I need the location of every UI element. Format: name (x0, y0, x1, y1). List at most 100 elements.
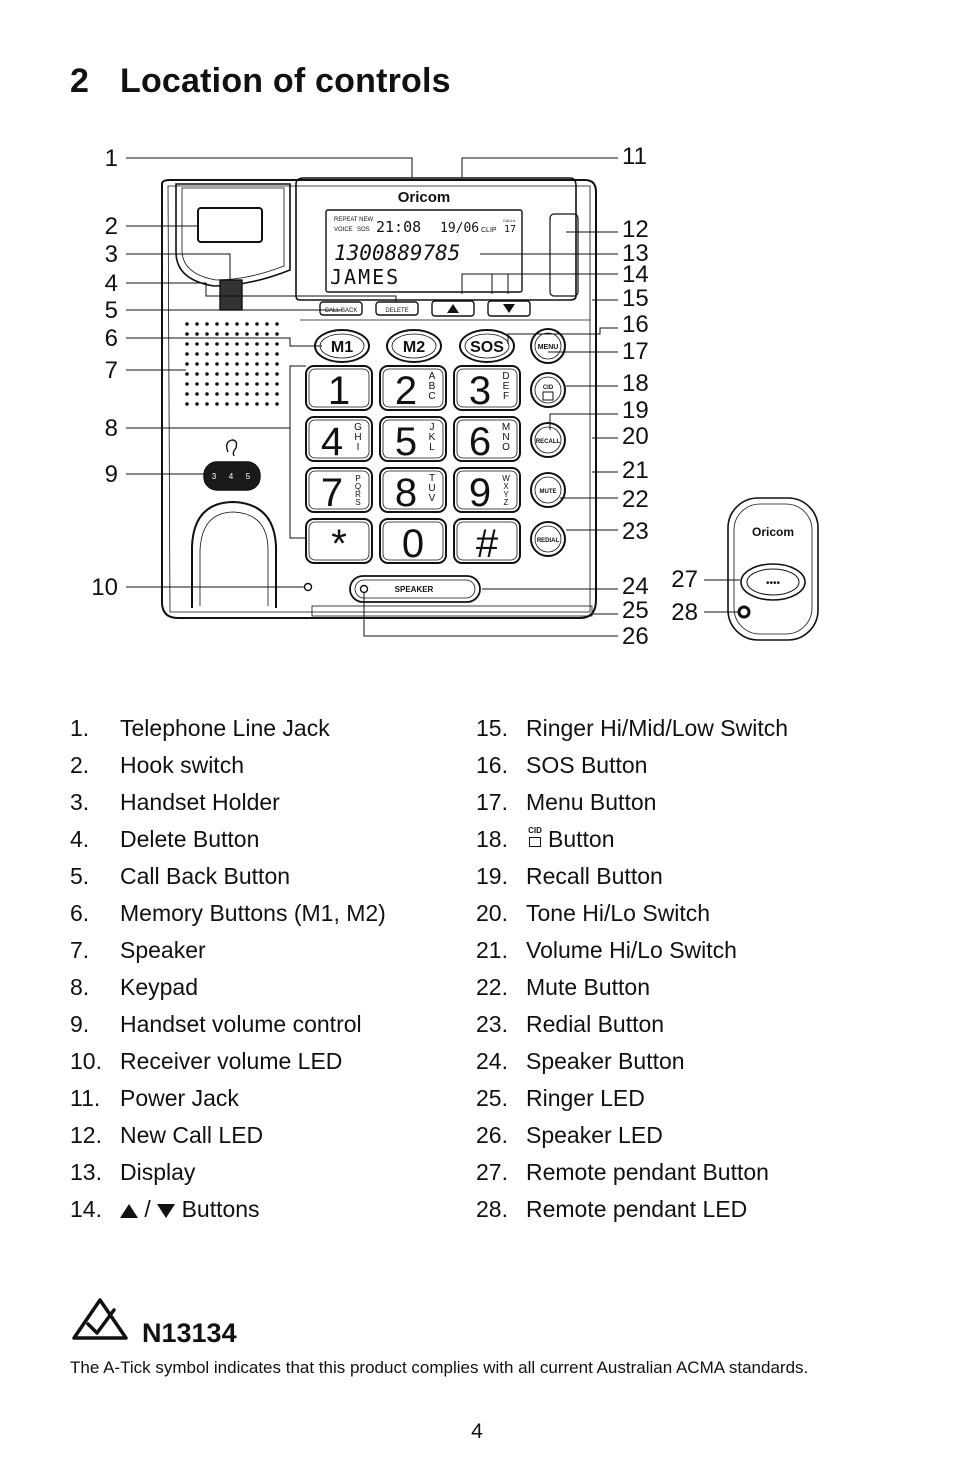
volume-step-5: 5 (246, 472, 251, 481)
callout-12: 12 (622, 216, 649, 243)
callout-23: 23 (622, 518, 649, 545)
menu-button[interactable]: MENU (530, 328, 566, 364)
legend-item: 22.Mute Button (476, 973, 788, 1010)
callout-27: 27 (671, 566, 698, 593)
lcd-number: 1300889785 (334, 241, 460, 265)
menu-label: MENU (538, 344, 559, 351)
key-digit: 5 (395, 420, 417, 464)
legend-number: 18. (476, 826, 508, 852)
call-back-button[interactable] (319, 301, 363, 316)
legend-item: 4.Delete Button (70, 825, 386, 862)
legend-text: Remote pendant Button (526, 1159, 769, 1185)
volume-step-4: 4 (229, 472, 234, 481)
up-button[interactable] (431, 300, 475, 317)
pendant-button-dots: •••• (766, 578, 781, 589)
legend-text: Menu Button (526, 789, 657, 815)
cid-button[interactable]: CID (530, 372, 566, 408)
m1-label: M1 (331, 339, 353, 356)
legend-number: 11. (70, 1085, 101, 1111)
key-letter: I (357, 442, 360, 453)
legend-number: 13. (70, 1159, 102, 1185)
key-letter: M (502, 422, 510, 433)
key-letter: U (428, 483, 435, 494)
callout-7: 7 (105, 357, 118, 384)
m1-button[interactable]: M1 (314, 329, 370, 363)
redial-button[interactable]: REDIAL (530, 521, 566, 557)
remote-pendant-led (737, 605, 751, 619)
m2-button[interactable]: M2 (386, 329, 442, 363)
handset-volume-control (203, 461, 261, 491)
legend-number: 25. (476, 1085, 508, 1111)
key-10[interactable]: * (305, 518, 373, 566)
sos-button[interactable]: SOS (459, 329, 515, 363)
legend-number: 22. (476, 974, 508, 1000)
up-arrow-icon (447, 304, 459, 313)
callout-21: 21 (622, 457, 649, 484)
legend-text: Memory Buttons (M1, M2) (120, 900, 386, 926)
legend-number: 12. (70, 1122, 102, 1148)
key-digit: 1 (328, 369, 350, 413)
lcd-clip: CLIP (481, 227, 497, 234)
mute-button[interactable]: MUTE (530, 472, 566, 508)
lcd-status-sos: SOS (357, 227, 370, 233)
hook-switch (197, 207, 263, 243)
legend-text: Keypad (120, 974, 199, 1000)
pendant-brand: Oricom (752, 525, 794, 539)
legend-text: New Call LED (120, 1122, 264, 1148)
key-11[interactable]: 0 (379, 518, 447, 566)
legend-item: 19.Recall Button (476, 862, 788, 899)
key-12[interactable]: # (453, 518, 521, 566)
recall-button[interactable]: RECALL (530, 422, 566, 458)
legend-text: Buttons (181, 1196, 260, 1222)
legend-item: 15.Ringer Hi/Mid/Low Switch (476, 714, 788, 751)
key-digit: 4 (321, 420, 343, 464)
redial-label: REDIAL (537, 538, 560, 544)
delete-button[interactable] (375, 301, 419, 316)
speaker-label: SPEAKER (395, 585, 434, 594)
legend-number: 21. (476, 937, 508, 963)
legend-item: 16.SOS Button (476, 751, 788, 788)
legend-text: Speaker Button (526, 1048, 685, 1074)
legend-number: 15. (476, 715, 508, 741)
hearing-aid-icon (225, 439, 238, 457)
legend-text: Hook switch (120, 752, 244, 778)
lcd-call-count: 17 (504, 224, 516, 235)
legend-item: 6.Memory Buttons (M1, M2) (70, 899, 386, 936)
legend-number: 26. (476, 1122, 508, 1148)
key-letter: K (429, 432, 436, 443)
key-letter: D (502, 371, 509, 382)
delete-label: DELETE (385, 308, 408, 314)
legend-item: 23.Redial Button (476, 1010, 788, 1047)
cid-icon: CID (526, 826, 544, 850)
legend-text: Handset Holder (120, 789, 280, 815)
legend-item: 27.Remote pendant Button (476, 1158, 788, 1195)
brand-logo: Oricom (398, 189, 451, 206)
remote-pendant (727, 497, 819, 641)
down-button[interactable] (487, 300, 531, 317)
key-letter: J (430, 422, 435, 433)
key-letter: R (355, 490, 361, 499)
legend-number: 7. (70, 937, 90, 963)
legend-text: Receiver volume LED (120, 1048, 343, 1074)
legend-item: 9.Handset volume control (70, 1010, 386, 1047)
speaker-led (359, 584, 369, 594)
legend-item: 8.Keypad (70, 973, 386, 1010)
legend-item: 25.Ringer LED (476, 1084, 788, 1121)
volume-step-3: 3 (212, 472, 217, 481)
key-letter: P (355, 474, 360, 483)
key-letter: E (503, 381, 510, 392)
key-1[interactable]: 1 (305, 365, 373, 413)
legend-text: Speaker (120, 937, 206, 963)
legend-number: 3. (70, 789, 90, 815)
